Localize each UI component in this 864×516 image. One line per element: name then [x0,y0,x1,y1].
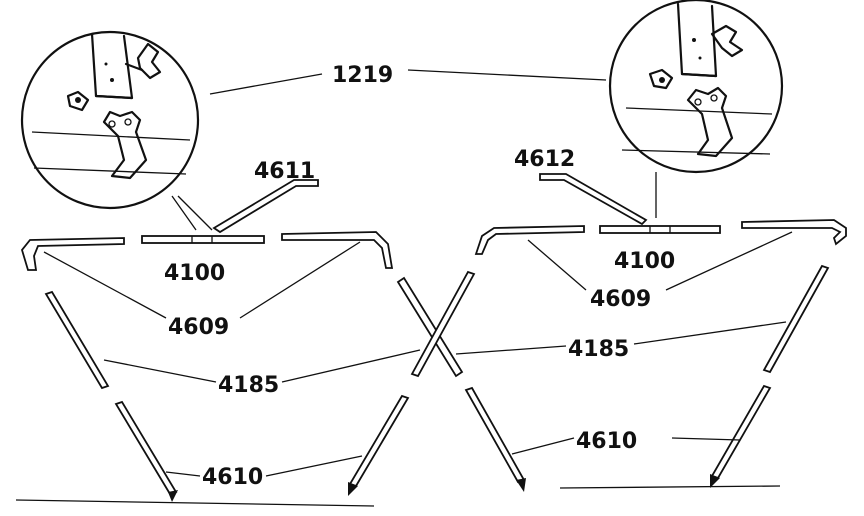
bend-right-outer [474,225,585,255]
label-4185-right: 4185 [568,337,629,362]
bend-right-inner [741,219,847,246]
detail-circle-left [20,30,200,210]
bend-left-outer [21,237,125,271]
pole-left-a [44,290,110,390]
label-4100-left: 4100 [164,261,225,286]
stake-left-a [114,400,178,496]
pole-right-a [410,270,476,378]
label-4185-left: 4185 [218,373,279,398]
label-4612: 4612 [514,147,575,172]
pole-right-b [762,264,830,374]
stake-right-a [464,386,526,484]
frame-right [410,173,847,492]
bend-left-inner [281,231,394,269]
pole-left-b [396,276,464,378]
frame-left [15,179,464,507]
joiner-bar-left [141,235,265,244]
label-1219: 1219 [332,63,393,88]
label-4609-right: 4609 [590,287,651,312]
label-4100-right: 4100 [614,249,675,274]
label-4609-left: 4609 [168,315,229,340]
leader-lines [43,69,793,477]
label-4610-right: 4610 [576,429,637,454]
joiner-bar-right [599,225,721,234]
detail-circle-right [608,0,784,174]
stake-right-b [710,384,772,480]
label-4610-left: 4610 [202,465,263,490]
stake-left-b [348,394,410,488]
label-4611: 4611 [254,159,315,184]
